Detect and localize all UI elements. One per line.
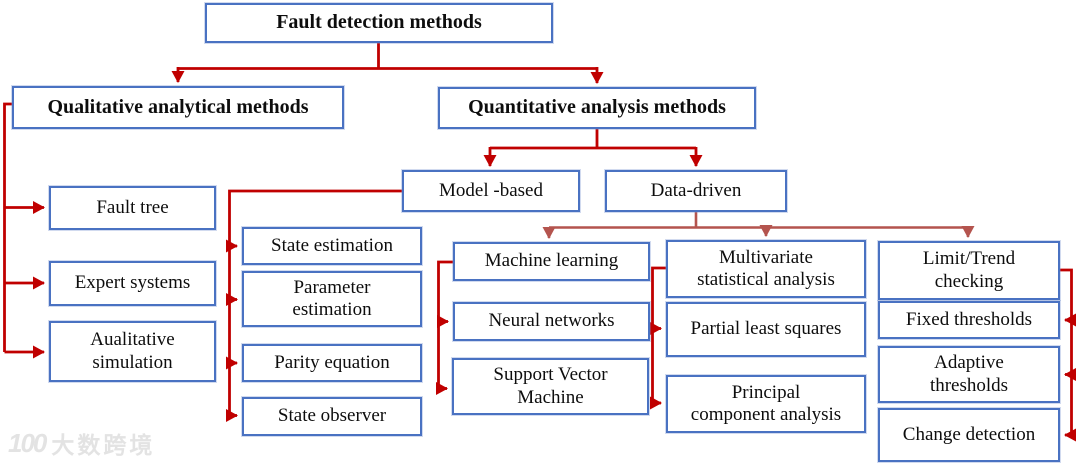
watermark: 100 大数跨境 [8,426,155,460]
node-multivariate-statistical-analysis: Multivariate statistical analysis [666,240,866,298]
watermark-logo-icon: 100 [8,427,47,458]
node-fault-tree: Fault tree [49,186,216,230]
node-model-based: Model -based [402,170,580,212]
node-change-detection: Change detection [878,408,1060,462]
node-support-vector-machine: Support Vector Machine [452,358,649,415]
node-state-estimation: State estimation [242,227,422,265]
node-quantitative-analysis-methods: Quantitative analysis methods [438,87,756,129]
node-adaptive-thresholds: Adaptive thresholds [878,346,1060,403]
node-parameter-estimation: Parameter estimation [242,271,422,327]
node-parity-equation: Parity equation [242,344,422,382]
node-expert-systems: Expert systems [49,261,216,306]
node-state-observer: State observer [242,397,422,436]
node-machine-learning: Machine learning [453,242,650,281]
watermark-text: 大数跨境 [51,432,156,458]
node-neural-networks: Neural networks [453,302,650,341]
node-qualitative-simulation: Aualitative simulation [49,321,216,382]
node-fixed-thresholds: Fixed thresholds [878,301,1060,339]
node-data-driven: Data-driven [605,170,787,212]
node-principal-component-analysis: Principal component analysis [666,375,866,433]
node-partial-least-squares: Partial least squares [666,302,866,357]
node-limit-trend-checking: Limit/Trend checking [878,241,1060,300]
node-qualitative-analytical-methods: Qualitative analytical methods [12,86,344,129]
node-fault-detection-methods: Fault detection methods [205,3,553,43]
